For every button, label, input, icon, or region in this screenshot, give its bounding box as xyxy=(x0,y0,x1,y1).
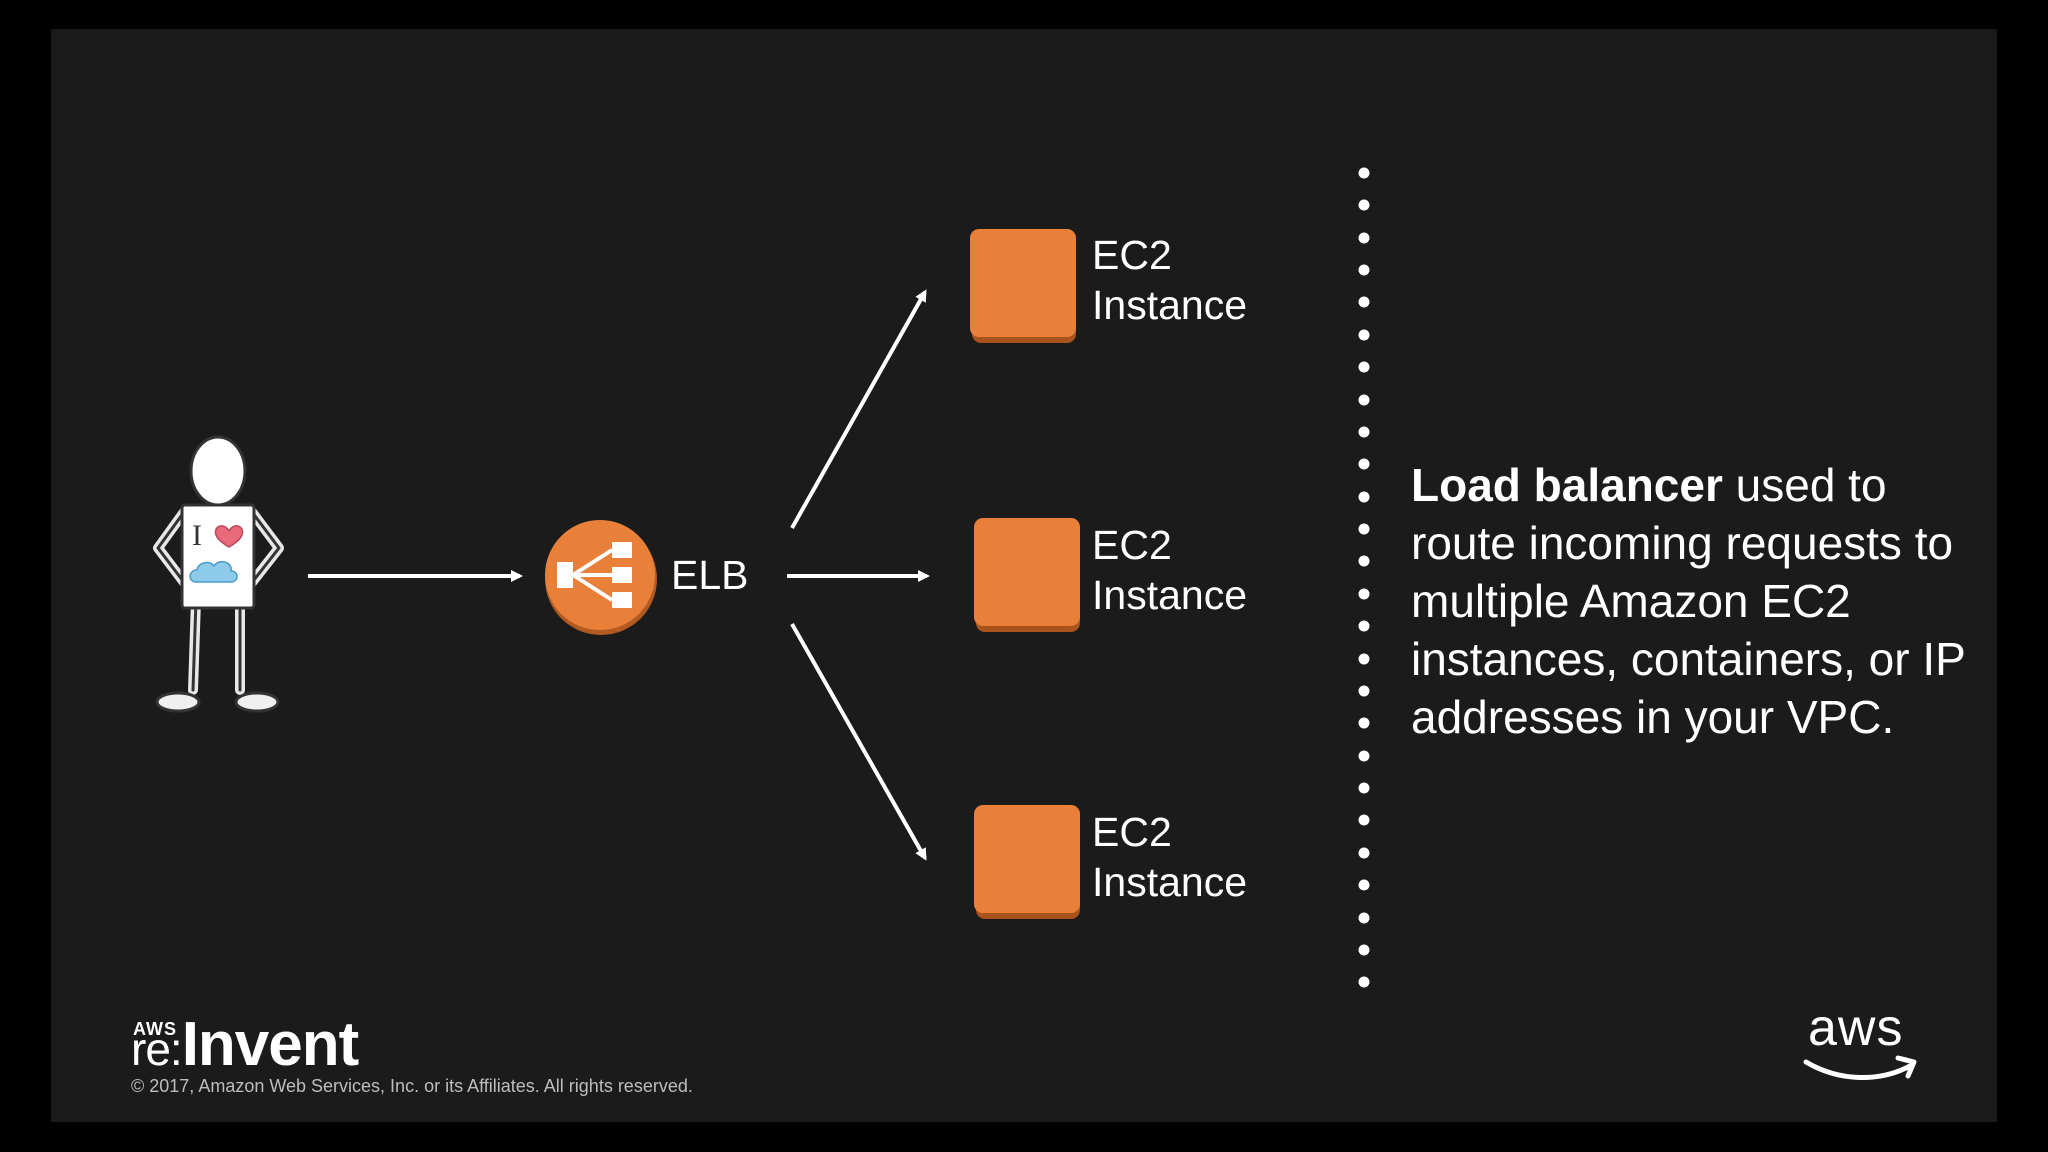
ec2-instance-label-3: EC2 Instance xyxy=(1092,807,1247,907)
ec2-label-line1: EC2 xyxy=(1092,522,1172,568)
aws-logo: aws xyxy=(1808,999,1904,1057)
user-figure-icon xyxy=(153,435,284,713)
ec2-instance-icon xyxy=(974,518,1080,632)
ec2-label-line2: Instance xyxy=(1092,859,1247,905)
ec2-label-line2: Instance xyxy=(1092,282,1247,328)
reinvent-logo: re:Invent xyxy=(131,1010,360,1084)
ec2-label-line1: EC2 xyxy=(1092,232,1172,278)
ec2-label-line2: Instance xyxy=(1092,572,1247,618)
ec2-instance-label-2: EC2 Instance xyxy=(1092,520,1247,620)
description-rest: used to route incoming requests to multi… xyxy=(1411,459,1965,743)
ec2-instance-label-1: EC2 Instance xyxy=(1092,230,1247,330)
copyright-text: © 2017, Amazon Web Services, Inc. or its… xyxy=(131,1076,693,1096)
ec2-label-line1: EC2 xyxy=(1092,809,1172,855)
aws-smile-icon xyxy=(1803,1055,1917,1081)
elb-icon xyxy=(545,520,657,635)
reinvent-logo-aws: AWS xyxy=(133,1019,178,1039)
arrow-elb-to-instance-1 xyxy=(790,289,927,529)
reinvent-logo-main: Invent xyxy=(181,1010,360,1079)
user-shirt-letter: I xyxy=(192,519,202,552)
dotted-divider xyxy=(1358,167,1370,988)
ec2-instance-icon xyxy=(970,229,1076,343)
ec2-instance-icon xyxy=(974,805,1080,919)
description-bold: Load balancer xyxy=(1411,459,1723,511)
description-text: Load balancer used to route incoming req… xyxy=(1411,456,1971,746)
elb-label: ELB xyxy=(671,552,749,598)
arrow-elb-to-instance-3 xyxy=(790,623,927,861)
reinvent-logo-re: re: xyxy=(131,1023,183,1075)
